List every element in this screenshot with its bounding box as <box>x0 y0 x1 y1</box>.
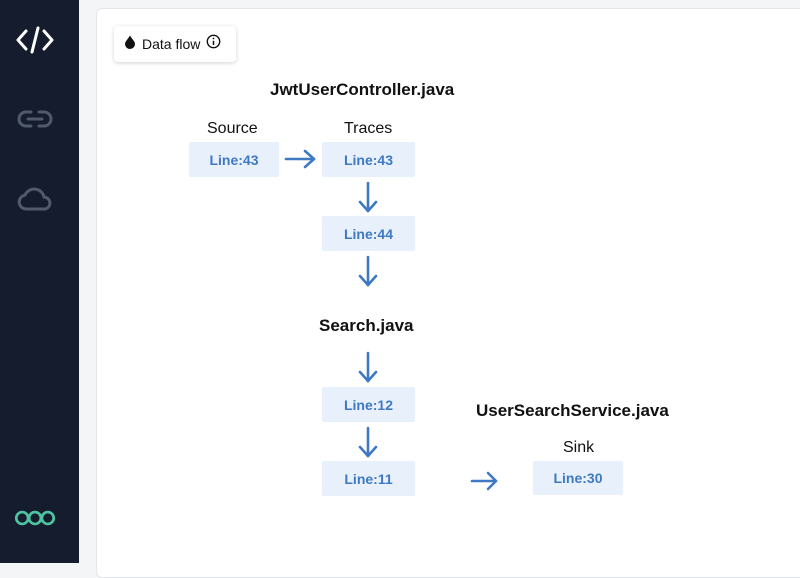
source-label: Source <box>207 120 258 137</box>
file-title-usersearchservice: UserSearchService.java <box>476 401 669 420</box>
arrow-right-icon <box>470 471 498 491</box>
sidebar <box>0 0 79 563</box>
arrow-right-icon <box>284 149 316 169</box>
node-trace-line-11[interactable]: Line:11 <box>322 461 415 496</box>
file-title-search: Search.java <box>319 316 414 335</box>
cloud-icon[interactable] <box>14 178 56 220</box>
node-trace-line-44[interactable]: Line:44 <box>322 216 415 251</box>
node-trace-line-12[interactable]: Line:12 <box>322 387 415 422</box>
code-icon[interactable] <box>14 19 56 61</box>
drop-icon <box>124 35 136 54</box>
sink-label: Sink <box>563 439 595 456</box>
node-sink-line-30[interactable]: Line:30 <box>533 461 623 495</box>
arrow-down-icon <box>358 181 378 213</box>
dataflow-chip[interactable]: Data flow <box>114 26 236 62</box>
file-title-jwtusercontroller: JwtUserController.java <box>270 80 455 99</box>
node-source-line-43[interactable]: Line:43 <box>189 142 279 177</box>
arrow-down-icon <box>358 426 378 458</box>
arrow-down-icon <box>358 255 378 287</box>
dataflow-panel <box>96 8 800 578</box>
arrow-down-icon <box>358 351 378 383</box>
logo-rings-icon[interactable] <box>14 497 56 539</box>
node-trace-line-43[interactable]: Line:43 <box>322 142 415 177</box>
link-icon[interactable] <box>14 98 56 140</box>
info-icon[interactable] <box>206 34 221 54</box>
dataflow-label: Data flow <box>142 36 201 52</box>
traces-label: Traces <box>344 120 393 137</box>
